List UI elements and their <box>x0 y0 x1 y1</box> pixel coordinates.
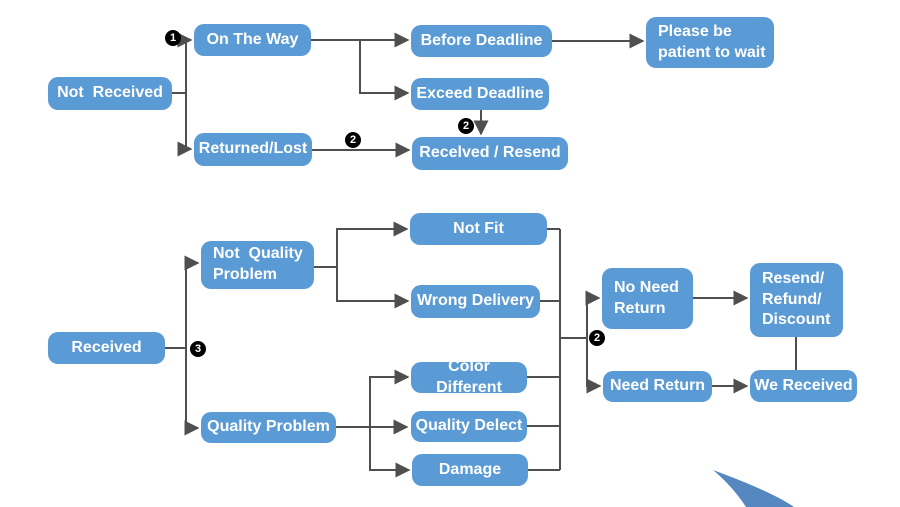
node-resend-refund-discount: Resend/ Refund/ Discount <box>750 263 843 337</box>
node-received-resend: Recelved / Resend <box>412 137 568 170</box>
step-marker-2-return: 2 <box>589 330 605 346</box>
node-color-different: Color Different <box>411 358 527 396</box>
step-marker-1: 1 <box>165 30 181 46</box>
node-wrong-delivery: Wrong Delivery <box>411 285 540 318</box>
node-quality-problem: Quality Problem <box>201 412 336 443</box>
node-on-the-way: On The Way <box>194 24 311 56</box>
node-exceed-deadline: Exceed Deadline <box>411 78 549 110</box>
node-quality-delect: Quality Delect <box>411 411 527 442</box>
node-received: Received <box>48 332 165 364</box>
node-please-wait: Please be patient to wait <box>646 17 774 68</box>
node-we-received: We Received <box>750 370 857 402</box>
node-not-received: Not Received <box>48 77 172 110</box>
node-damage: Damage <box>412 454 528 486</box>
node-need-return: Need Return <box>603 371 712 402</box>
step-marker-2-exceed: 2 <box>458 118 474 134</box>
node-not-quality-problem: Not Quality Problem <box>201 241 314 289</box>
node-not-fit: Not Fit <box>410 213 547 245</box>
step-marker-2-returned: 2 <box>345 132 361 148</box>
node-before-deadline: Before Deadline <box>411 25 552 57</box>
node-returned-lost: Returned/Lost <box>194 133 312 166</box>
node-no-need-return: No Need Return <box>602 268 693 329</box>
step-marker-3: 3 <box>190 341 206 357</box>
